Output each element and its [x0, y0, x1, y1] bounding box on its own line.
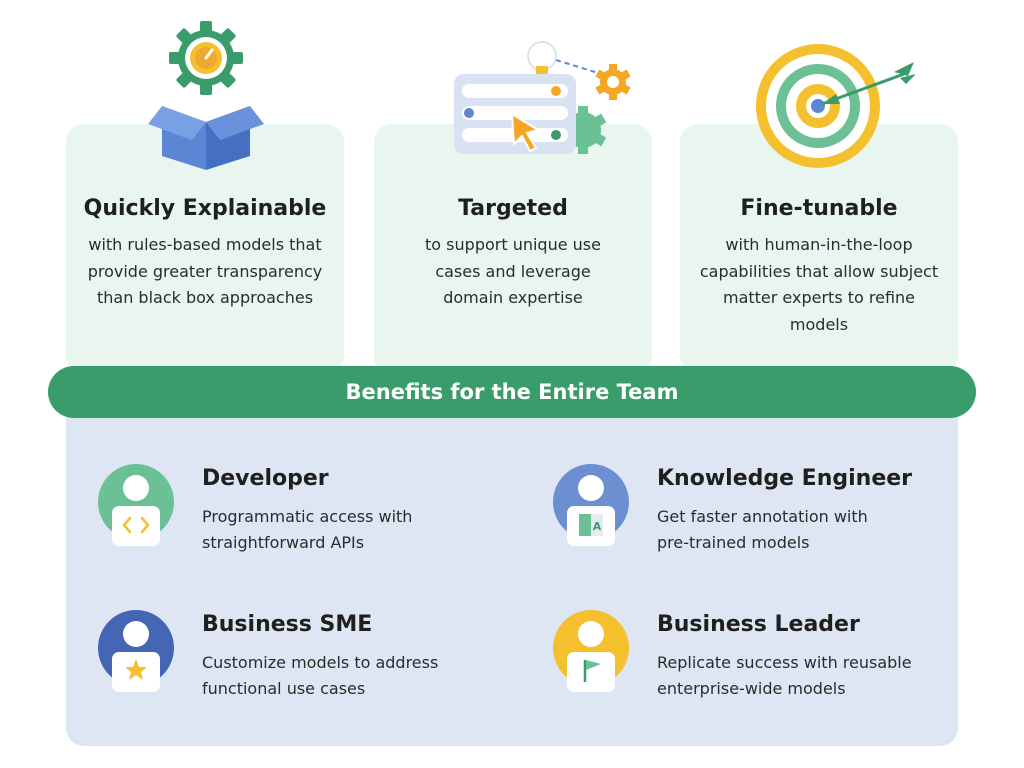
role-business-sme: Business SME Customize models to address… — [98, 610, 458, 720]
gear-box-icon — [140, 18, 270, 173]
business-leader-avatar-icon — [553, 610, 629, 692]
role-title: Business Leader — [657, 612, 860, 637]
card-description: with rules-based models that provide gre… — [87, 235, 323, 307]
role-title: Business SME — [202, 612, 373, 637]
benefits-banner: Benefits for the Entire Team — [48, 366, 976, 418]
role-knowledge-engineer: A Knowledge Engineer Get faster annotati… — [553, 464, 913, 574]
card-description: with human-in-the-loop capabilities that… — [699, 235, 939, 334]
business-sme-avatar-icon — [98, 610, 174, 692]
team-benefits-panel — [66, 390, 958, 746]
svg-text:A: A — [593, 520, 602, 533]
role-title: Developer — [202, 466, 329, 491]
card-targeted: Targeted to support unique use cases and… — [374, 124, 652, 374]
list-cursor-icon — [448, 40, 638, 165]
card-title: Targeted — [458, 196, 568, 221]
role-title: Knowledge Engineer — [657, 466, 913, 491]
role-description: Get faster annotation with pre-trained m… — [657, 507, 868, 552]
knowledge-engineer-avatar-icon: A — [553, 464, 629, 546]
card-title: Fine-tunable — [740, 196, 898, 221]
card-title: Quickly Explainable — [83, 196, 327, 221]
role-description: Replicate success with reusable enterpri… — [657, 653, 912, 698]
role-description: Customize models to address functional u… — [202, 653, 439, 698]
developer-avatar-icon — [98, 464, 174, 546]
role-developer: Developer Programmatic access with strai… — [98, 464, 458, 574]
role-business-leader: Business Leader Replicate success with r… — [553, 610, 913, 720]
role-description: Programmatic access with straightforward… — [202, 507, 413, 552]
target-icon — [752, 44, 922, 174]
card-description: to support unique use cases and leverage… — [425, 235, 601, 307]
